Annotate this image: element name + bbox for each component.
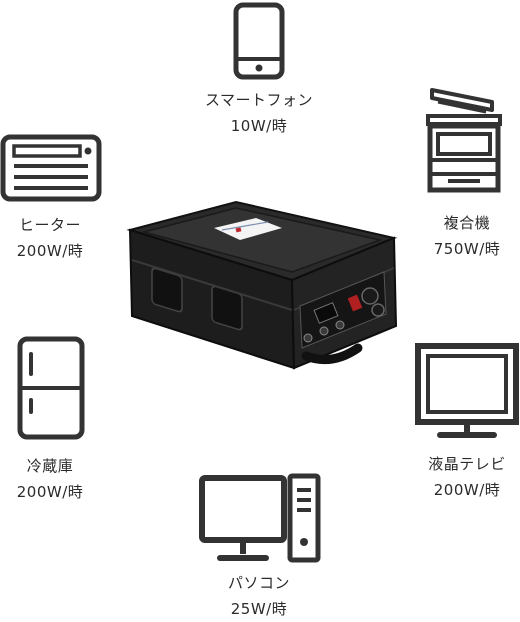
device-power: 200W/時 xyxy=(16,483,84,501)
device-power: 200W/時 xyxy=(16,242,84,260)
device-power: 750W/時 xyxy=(433,240,501,258)
device-label-refrigerator: 冷蔵庫 200W/時 xyxy=(0,453,115,505)
device-power: 25W/時 xyxy=(230,600,288,618)
power-station-image xyxy=(126,200,398,370)
device-name: 複合機 xyxy=(443,214,491,232)
device-name: ヒーター xyxy=(18,216,81,234)
device-label-smartphone: スマートフォン 10W/時 xyxy=(194,87,324,139)
device-label-pc: パソコン 25W/時 xyxy=(194,570,324,622)
device-label-printer: 複合機 750W/時 xyxy=(402,210,520,262)
heater-icon xyxy=(0,134,102,202)
device-label-heater: ヒーター 200W/時 xyxy=(0,212,115,264)
device-power: 10W/時 xyxy=(230,117,288,135)
device-name: 冷蔵庫 xyxy=(26,457,74,475)
device-label-tv: 液晶テレビ 200W/時 xyxy=(402,451,520,503)
pc-icon xyxy=(199,473,321,563)
device-name: パソコン xyxy=(227,574,290,592)
refrigerator-icon xyxy=(17,336,85,440)
device-name: スマートフォン xyxy=(204,91,314,109)
printer-icon xyxy=(426,88,502,193)
smartphone-icon xyxy=(233,2,285,80)
tv-icon xyxy=(415,343,519,438)
device-power: 200W/時 xyxy=(433,481,501,499)
device-name: 液晶テレビ xyxy=(428,455,506,473)
